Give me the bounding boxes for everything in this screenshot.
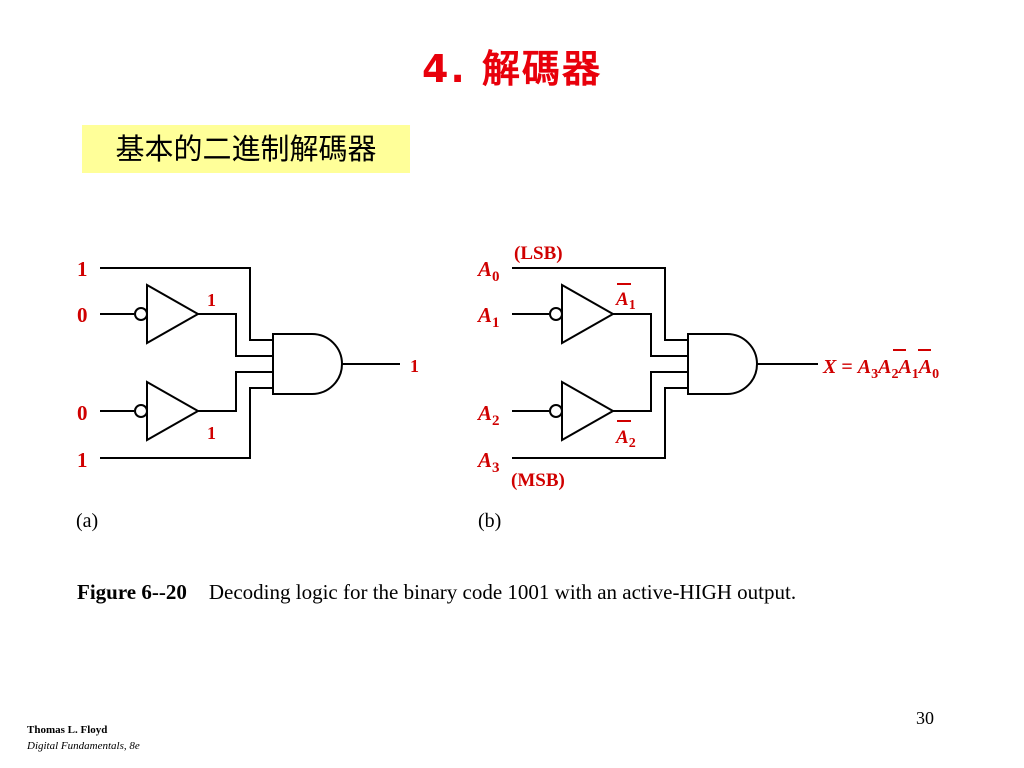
b-input-A1: A1 <box>476 303 500 331</box>
figure-caption: Figure 6--20 Decoding logic for the binar… <box>77 580 796 605</box>
page-number: 30 <box>916 708 934 728</box>
figure-number: Figure 6--20 <box>77 580 187 604</box>
a-output: 1 <box>410 356 419 376</box>
b-input-A3: A3 <box>476 448 500 476</box>
wire-a-in1 <box>100 267 273 341</box>
panel-b-labels: (LSB) (MSB) A0 A1 A2 A3 A1 A2 X = A3A2A1… <box>476 243 939 491</box>
wire-b-in3 <box>512 387 688 459</box>
and-gate-a <box>272 333 343 395</box>
wire-a-inv2-out <box>198 371 273 412</box>
inverter-b1 <box>561 283 616 345</box>
b-inv2-out: A2 <box>615 427 636 451</box>
inverter-bubble <box>549 307 563 321</box>
figure-caption-text: Decoding logic for the binary code 1001 … <box>208 580 797 604</box>
a-input-2: 0 <box>77 303 88 327</box>
inverter-bubble <box>134 404 148 418</box>
b-input-A2: A2 <box>476 401 500 429</box>
wire-b-inv2-out <box>613 371 688 412</box>
panel-b <box>512 267 818 459</box>
panel-a-label: (a) <box>76 510 98 532</box>
footer-author: Thomas L. Floyd <box>27 724 108 736</box>
inverter-bubble <box>549 404 563 418</box>
a-input-4: 1 <box>77 448 88 472</box>
wire-b-in0 <box>512 267 688 341</box>
b-inv1-out: A1 <box>615 289 636 313</box>
overbars <box>617 283 931 422</box>
subtitle-box: 基本的二進制解碼器 <box>82 125 410 173</box>
a-input-1: 1 <box>77 257 88 281</box>
panel-a-labels: 1 0 0 1 1 1 1 <box>77 257 419 472</box>
inverter-2 <box>146 380 201 442</box>
inverter-b2 <box>561 380 616 442</box>
b-output-expression: X = A3A2A1A0 <box>822 356 939 382</box>
a-input-3: 0 <box>77 401 88 425</box>
slide-title: 4. 解碼器 <box>421 47 603 91</box>
wire-b-inv1-out <box>613 313 688 357</box>
panel-a <box>100 267 400 459</box>
wire-a-in4 <box>100 387 273 459</box>
a-inv2-out: 1 <box>207 423 216 443</box>
b-msb-label: (MSB) <box>511 470 565 491</box>
inverter-bubble <box>134 307 148 321</box>
b-lsb-label: (LSB) <box>514 243 563 264</box>
b-input-A0: A0 <box>476 257 500 285</box>
a-inv1-out: 1 <box>207 290 216 310</box>
panel-b-label: (b) <box>478 510 501 532</box>
inverter-1 <box>146 283 201 345</box>
wire-a-inv1-out <box>198 313 273 357</box>
footer-book: Digital Fundamentals, 8e <box>27 740 140 752</box>
and-gate-b <box>687 333 758 395</box>
